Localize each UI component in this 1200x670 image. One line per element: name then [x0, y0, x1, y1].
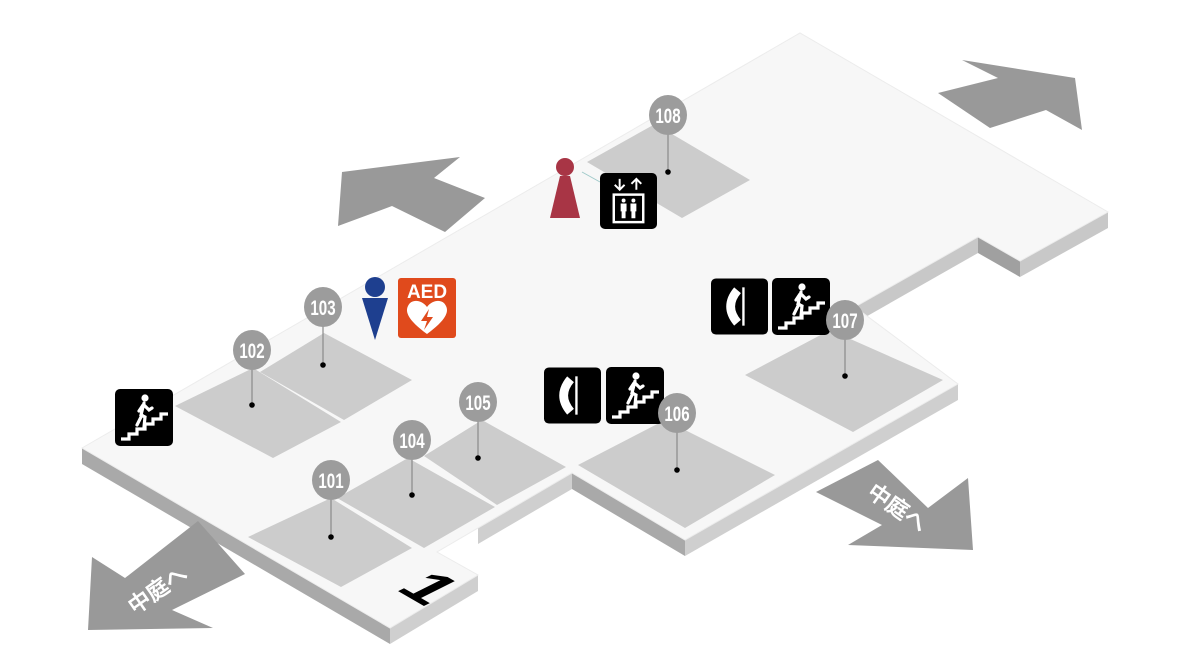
aed-icon: AED: [398, 278, 456, 338]
room-zone-107[interactable]: [745, 330, 943, 432]
floor-side-face: [572, 473, 685, 556]
room-zone-103[interactable]: [260, 333, 412, 420]
stairs-icon: [606, 367, 664, 424]
floor-side-face: [978, 237, 1020, 277]
room-pin-105[interactable]: 105: [459, 382, 497, 461]
pin-dot: [328, 534, 334, 540]
direction-arrow-northwest: [338, 157, 485, 232]
room-label: 104: [399, 428, 425, 452]
room-pin-101[interactable]: 101: [312, 460, 350, 540]
room-zone-106[interactable]: [578, 420, 775, 528]
room-zone-102[interactable]: [175, 368, 341, 458]
room-label: 103: [310, 295, 335, 319]
pin-dot: [320, 362, 326, 368]
room-label: 101: [318, 468, 343, 492]
room-label: 105: [465, 390, 490, 414]
room-zone-101[interactable]: [248, 498, 412, 587]
stairs-icon: [772, 278, 830, 335]
floor-side-face: [390, 575, 478, 644]
room-label: 106: [664, 401, 689, 425]
direction-arrow-southeast: [816, 460, 973, 550]
pin-dot: [249, 402, 255, 408]
room-pin-102[interactable]: 102: [233, 330, 271, 408]
floor-side-face: [855, 237, 978, 323]
floor-side-face: [82, 448, 390, 644]
pin-dot: [674, 467, 680, 473]
room-pin-108[interactable]: 108: [649, 95, 687, 175]
room-label: 108: [655, 103, 680, 127]
room-zone-104[interactable]: [337, 458, 495, 548]
courtyard-arrow-right[interactable]: 中庭へ: [816, 460, 973, 550]
floor-side-face: [478, 473, 572, 544]
stairs-icon: [115, 389, 173, 446]
connector-line: [581, 171, 601, 183]
floor-side-face: [685, 384, 958, 556]
room-pin-103[interactable]: 103: [304, 287, 342, 368]
pin-dot: [409, 492, 415, 498]
pin-dot: [842, 373, 848, 379]
floor-side-face: [1020, 212, 1108, 277]
aed-label: AED: [407, 282, 447, 303]
room-label: 107: [832, 308, 857, 332]
room-pin-106[interactable]: 106: [658, 393, 696, 473]
room-label: 102: [239, 338, 264, 362]
elevator-icon: [600, 173, 657, 229]
room-pin-107[interactable]: 107: [826, 300, 864, 379]
phone-icon: [544, 367, 601, 423]
mens-restroom-icon: [362, 277, 388, 340]
pin-dot: [665, 169, 671, 175]
direction-arrow-northeast: [938, 60, 1082, 130]
room-zone-105[interactable]: [424, 420, 566, 505]
phone-icon: [711, 278, 768, 334]
direction-arrow-southwest: [88, 521, 245, 630]
womens-restroom-icon: [550, 158, 580, 218]
pin-dot: [475, 455, 481, 461]
room-pin-104[interactable]: 104: [393, 420, 431, 498]
